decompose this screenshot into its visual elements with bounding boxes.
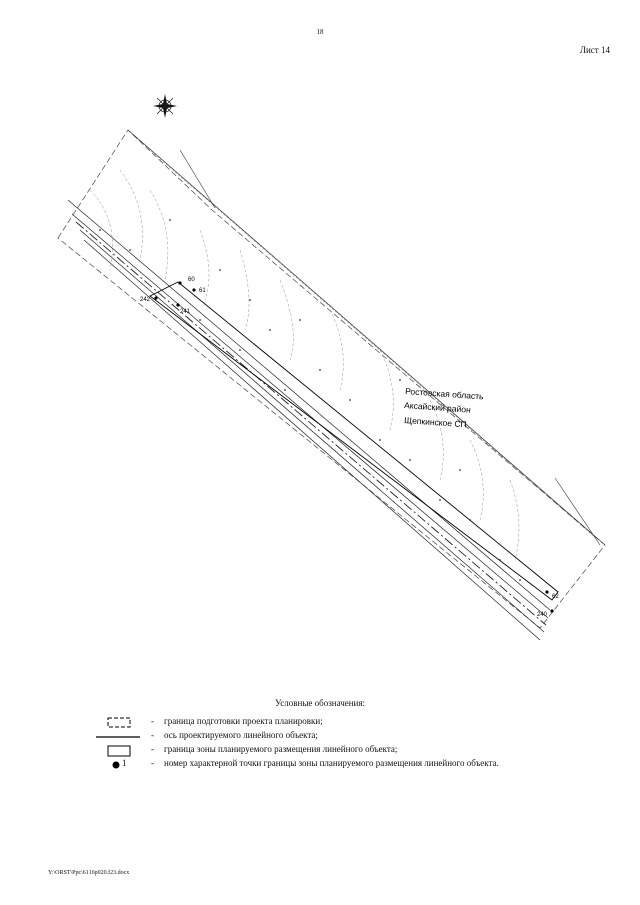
sheet-label: Лист 14 [579,45,610,55]
point-label-241: 241 [180,309,191,315]
solid-rect-icon [107,745,131,757]
point-label-60: 60 [188,277,195,283]
legend-item-point: 1 - номер характерной точки границы зоны… [96,758,596,772]
svg-text:Щепкинское СП: Щепкинское СП [404,415,467,429]
legend-item-zone: - граница зоны планируемого размещения л… [96,744,596,758]
region-label: Ростовская область Аксайский район Щепки… [404,386,485,429]
legend-item-planning-boundary: - граница подготовки проекта планировки; [96,716,596,730]
planning-boundary [57,129,606,629]
svg-text:Ростовская область: Ростовская область [405,386,485,401]
terrain-contours [89,169,520,561]
page-number: 18 [316,28,324,36]
footer-path: Y:\ORST\Ppc\6116p020.f23.docx [48,870,130,876]
planning-map: 60 61 242 241 62 240 Ростовская область … [57,94,606,641]
zone-boundary [149,281,559,601]
point-label-61: 61 [199,288,206,294]
point-label-242: 242 [140,297,151,303]
point-markers [154,281,554,613]
survey-points [99,219,521,581]
dashed-rect-icon [107,717,131,728]
legend-item-axis: - ось проектируемого линейного объекта; [96,730,596,744]
legend-title: Условные обозначения: [274,698,365,708]
svg-text:Аксайский район: Аксайский район [404,400,471,415]
axis-line-icon [96,736,140,738]
corridor-lines [67,199,551,641]
point-label-62: 62 [552,594,559,600]
compass-icon [153,94,177,118]
point-marker-icon [112,761,120,769]
point-label-240: 240 [537,612,548,618]
